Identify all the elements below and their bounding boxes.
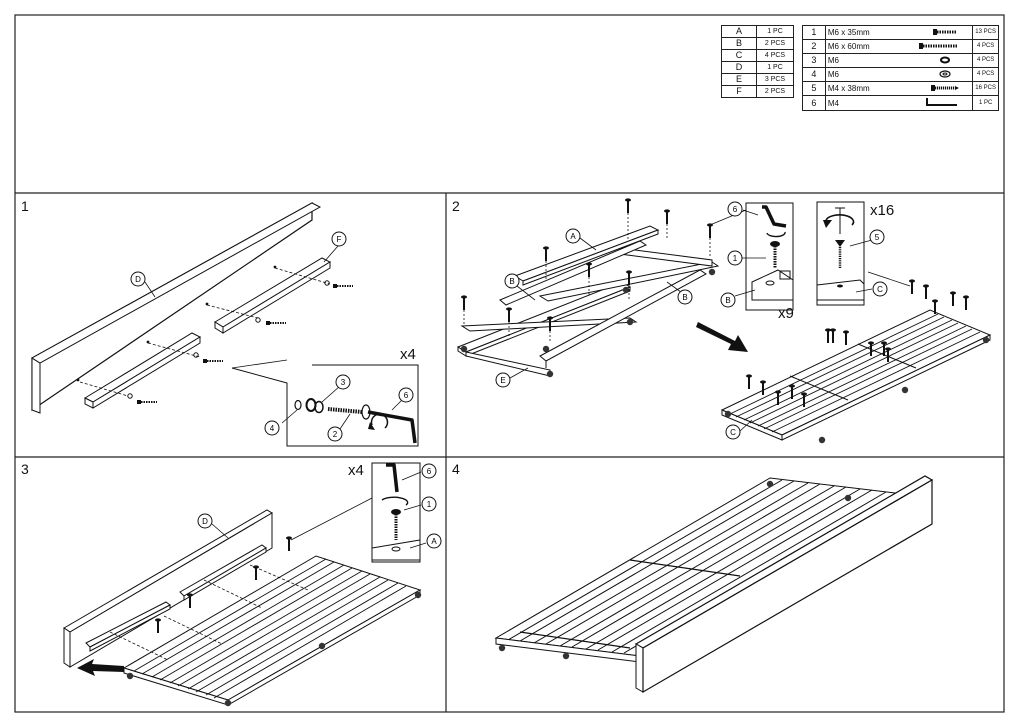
s2-callout-det-screw: 5 xyxy=(875,233,880,242)
board-code: F xyxy=(721,85,757,98)
s1-callout-key: 6 xyxy=(404,391,409,400)
allen-key-icon xyxy=(907,95,967,112)
step1-diagram: D F 3 4 2 6 xyxy=(31,201,419,447)
board-qty: 1 PC xyxy=(756,25,794,38)
board-code: C xyxy=(721,49,757,62)
s2-callout-left: B xyxy=(509,277,514,286)
s2-callout-det-bolt: 1 xyxy=(733,254,738,263)
s1-callout-lock: 4 xyxy=(270,424,275,433)
step-2-bolt-multiplier: x9 xyxy=(778,305,794,322)
hardware-spec: M6 x 60mm xyxy=(824,39,908,54)
hardware-spec: M4 x 38mm xyxy=(824,81,908,96)
step2-diagram: A B B E 6 1 B 5 C C xyxy=(456,197,992,444)
step-3-multiplier: x4 xyxy=(348,462,364,479)
board-code: B xyxy=(721,37,757,50)
board-code: A xyxy=(721,25,757,38)
s2-callout-det-key: 6 xyxy=(733,205,738,214)
wood-screw-icon xyxy=(907,80,967,97)
hardware-qty: 4 PCS xyxy=(972,53,999,68)
s2-callout-det-slat: C xyxy=(877,285,883,294)
step-1-multiplier: x4 xyxy=(400,346,416,363)
s2-callout-top: A xyxy=(570,232,576,241)
s3-callout-rail: A xyxy=(431,537,437,546)
hardware-number: 3 xyxy=(802,53,826,68)
step-2-label: 2 xyxy=(452,198,460,214)
hardware-spec: M6 xyxy=(824,53,908,68)
hardware-number: 1 xyxy=(802,25,826,40)
hardware-number: 5 xyxy=(802,81,826,96)
washer-icon xyxy=(907,52,967,69)
board-code: E xyxy=(721,73,757,86)
s3-callout-key: 6 xyxy=(427,467,432,476)
board-qty: 2 PCS xyxy=(756,37,794,50)
bolt-long-icon xyxy=(907,38,967,55)
hardware-number: 2 xyxy=(802,39,826,54)
step-3-label: 3 xyxy=(21,461,29,477)
board-code: D xyxy=(721,61,757,74)
s3-callout-board: D xyxy=(202,517,208,526)
hardware-qty: 13 PCS xyxy=(972,25,999,40)
s2-callout-right: B xyxy=(682,293,687,302)
sheet-border xyxy=(14,14,1005,713)
board-qty: 2 PCS xyxy=(756,85,794,98)
step-4-label: 4 xyxy=(452,461,460,477)
hardware-number: 6 xyxy=(802,95,826,111)
s2-callout-result: C xyxy=(730,428,736,437)
s1-callout-bolt: 2 xyxy=(333,430,338,439)
hardware-qty: 4 PCS xyxy=(972,39,999,54)
bolt-short-icon xyxy=(907,24,967,41)
step-1-label: 1 xyxy=(21,198,29,214)
hardware-spec: M6 x 35mm xyxy=(824,25,908,40)
s3-callout-bolt: 1 xyxy=(427,500,432,509)
s2-callout-bottom: E xyxy=(500,376,505,385)
s2-callout-det-board: B xyxy=(725,296,730,305)
s1-callout-board: D xyxy=(135,275,141,284)
step3-diagram: D 6 1 A xyxy=(63,462,442,707)
step-2-screw-multiplier: x16 xyxy=(870,202,895,219)
hardware-qty: 1 PC xyxy=(972,95,999,111)
lock-washer-icon xyxy=(907,66,967,83)
s1-callout-washer: 3 xyxy=(341,378,346,387)
board-qty: 1 PC xyxy=(756,61,794,74)
hardware-qty: 16 PCS xyxy=(972,81,999,96)
hardware-spec: M4 xyxy=(824,95,908,111)
board-qty: 4 PCS xyxy=(756,49,794,62)
hardware-number: 4 xyxy=(802,67,826,82)
hardware-qty: 4 PCS xyxy=(972,67,999,82)
step4-diagram xyxy=(494,475,934,694)
s1-callout-rail: F xyxy=(337,235,342,244)
board-qty: 3 PCS xyxy=(756,73,794,86)
hardware-spec: M6 xyxy=(824,67,908,82)
